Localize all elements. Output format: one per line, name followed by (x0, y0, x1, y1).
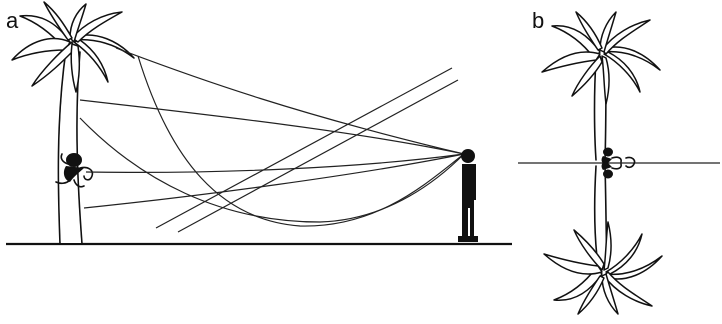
panel-a-label: a (6, 8, 19, 33)
light-rays (79, 47, 465, 233)
palm-crown-icon (11, 1, 135, 93)
monkey-mirrored-icon (601, 147, 636, 179)
panel-a: a (6, 1, 512, 246)
palm-trunk-fill (59, 52, 81, 243)
palm-crown-upright-icon (541, 11, 661, 105)
palm-crown-inverted-icon (543, 221, 663, 315)
monkey-icon (55, 153, 94, 188)
observer-icon (458, 149, 478, 242)
panel-b: b (518, 8, 720, 315)
panel-b-label: b (532, 8, 544, 33)
